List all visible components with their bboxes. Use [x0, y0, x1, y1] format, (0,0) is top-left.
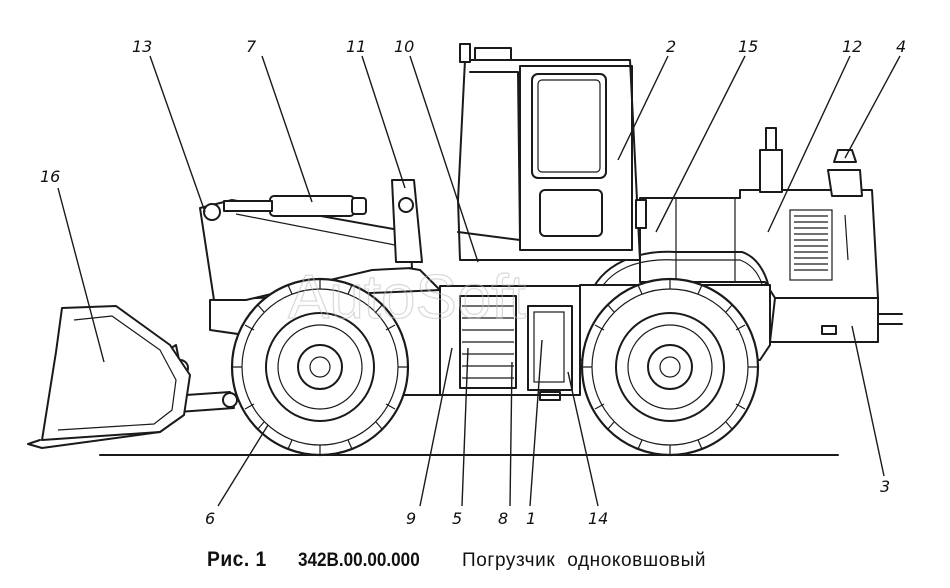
- callout-10: 10: [394, 37, 414, 56]
- watermark: AutoSoft: [288, 263, 526, 332]
- callout-numbers: 13 7 11 10 2 15 12 4 16 6 9 5 8 1 14 3: [40, 37, 906, 528]
- radiator-grille: [789, 209, 833, 281]
- callout-2: 2: [666, 37, 676, 56]
- callout-7: 7: [246, 37, 257, 56]
- center-frame: [439, 285, 581, 401]
- callout-5: 5: [452, 509, 462, 528]
- operator-cab: [457, 43, 647, 261]
- callout-12: 12: [842, 37, 862, 56]
- counterweight: [769, 297, 903, 343]
- callout-14: 14: [588, 509, 608, 528]
- drawing-code: 342В.00.00.000: [298, 550, 420, 571]
- callout-13: 13: [132, 37, 152, 56]
- exhaust-pipe: [759, 127, 863, 197]
- callout-11: 11: [346, 37, 366, 56]
- figure-caption: Рис. 1 342В.00.00.000 Погрузчик одноковш…: [0, 548, 950, 576]
- bucket: [27, 305, 191, 449]
- callout-4: 4: [896, 37, 906, 56]
- callout-9: 9: [406, 509, 416, 528]
- leader-lines: [57, 55, 901, 507]
- callout-8: 8: [498, 509, 508, 528]
- figure-label: Рис. 1: [207, 548, 267, 571]
- figure-title: Погрузчик одноковшовый: [462, 550, 707, 571]
- rear-fender: [587, 250, 771, 301]
- rear-wheel: [580, 277, 760, 457]
- callout-16: 16: [40, 167, 60, 186]
- callout-15: 15: [738, 37, 758, 56]
- callout-3: 3: [880, 477, 890, 496]
- callout-1: 1: [526, 509, 536, 528]
- front-wheel: [230, 277, 410, 457]
- lift-cylinder: [223, 195, 367, 217]
- callout-6: 6: [205, 509, 215, 528]
- boom: [199, 179, 423, 301]
